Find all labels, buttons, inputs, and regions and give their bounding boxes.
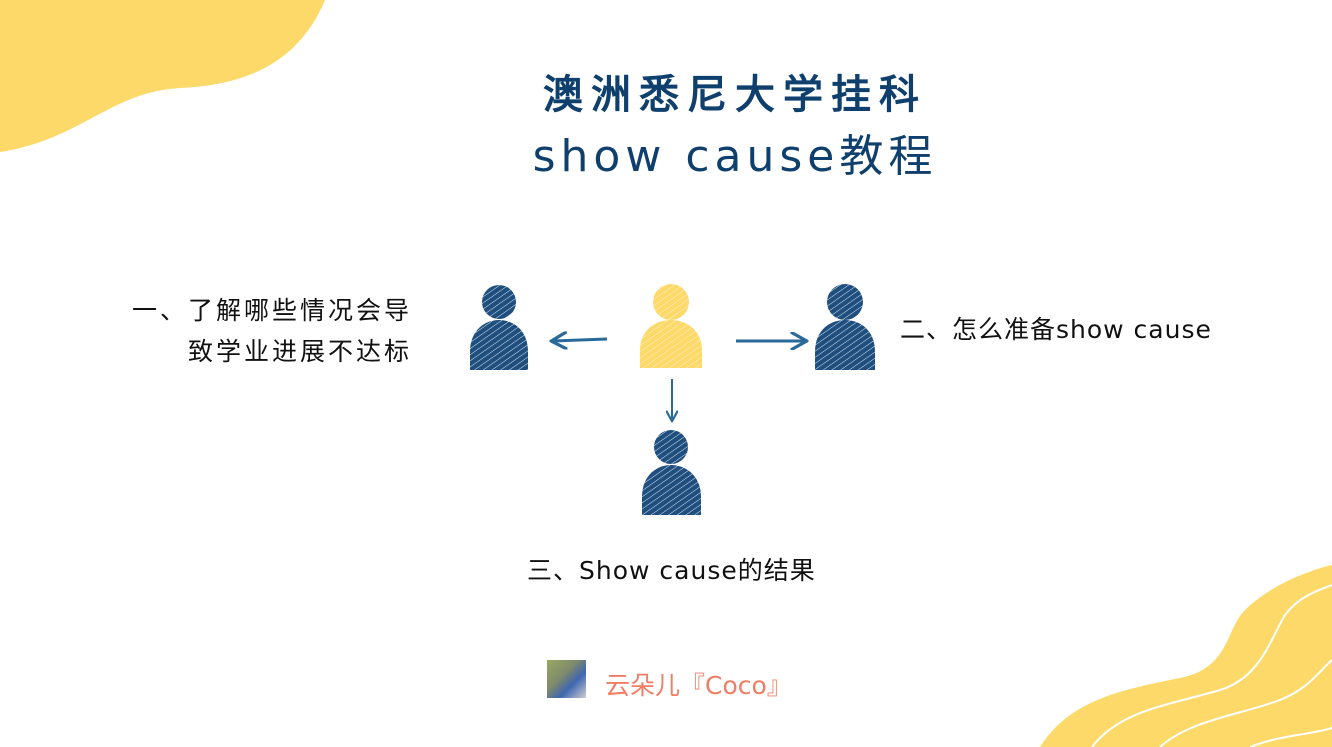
person-icon-right <box>815 284 875 370</box>
author-name: 云朵儿『Coco』 <box>605 671 792 700</box>
person-icon-center <box>640 284 702 368</box>
section-2-label: 二、怎么准备show cause <box>900 315 1212 344</box>
person-icon-left <box>470 285 528 370</box>
title-line-1: 澳洲悉尼大学挂科 <box>543 72 927 118</box>
section-1-line-1: 一、了解哪些情况会导 <box>131 296 412 325</box>
section-1-line-2: 致学业进展不达标 <box>187 337 412 366</box>
person-icon-bottom <box>642 430 701 515</box>
bottom-right-blob <box>1040 565 1332 747</box>
arrow-left-icon <box>553 339 608 341</box>
author-avatar <box>547 660 586 698</box>
top-left-blob <box>0 0 325 152</box>
section-3-label: 三、Show cause的结果 <box>527 556 816 585</box>
title-line-2: show cause教程 <box>532 131 938 182</box>
section-1-label: 一、了解哪些情况会导 致学业进展不达标 <box>132 290 412 372</box>
